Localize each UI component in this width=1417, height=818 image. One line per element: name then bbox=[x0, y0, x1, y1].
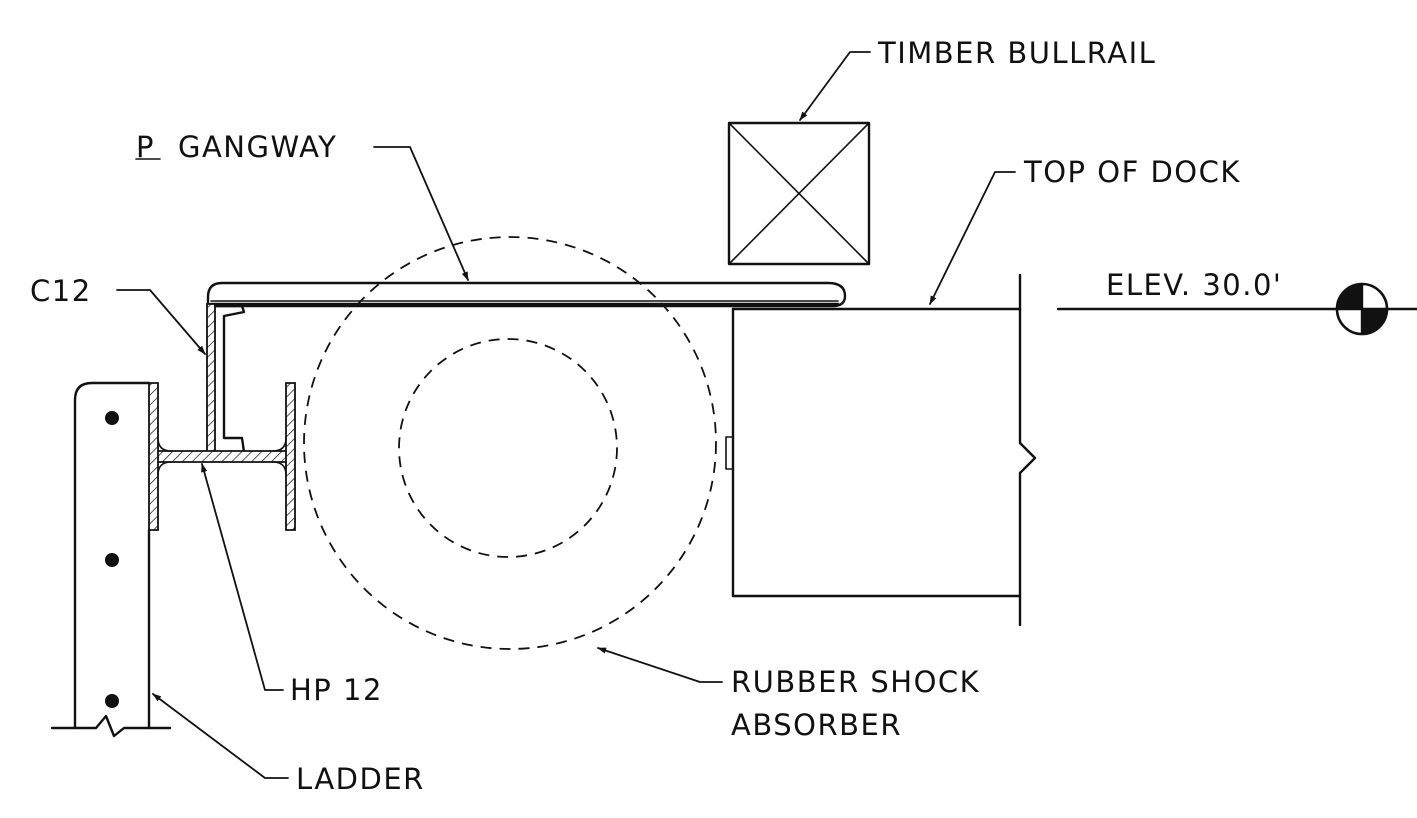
svg-text:P: P bbox=[136, 130, 155, 164]
leader-lines bbox=[116, 51, 1016, 779]
leader-hp12 bbox=[201, 463, 284, 691]
leader-ladder bbox=[152, 693, 289, 779]
dock-block bbox=[725, 273, 1037, 627]
label-ladder: LADDER bbox=[296, 762, 425, 796]
leader-top-of-dock bbox=[929, 171, 1016, 305]
gangway-plate bbox=[206, 281, 847, 308]
c12-channel bbox=[206, 303, 246, 454]
leader-rubber-shock bbox=[597, 647, 723, 683]
hp12-pile bbox=[148, 382, 296, 531]
labels: TIMBER BULLRAIL P GANGWAY TOP OF DOCK C1… bbox=[30, 36, 1282, 796]
label-c12: C12 bbox=[30, 274, 92, 308]
leader-timber-bullrail bbox=[799, 51, 871, 121]
label-gangway: GANGWAY bbox=[178, 130, 337, 164]
label-rubber-shock-line2: ABSORBER bbox=[731, 708, 902, 742]
plate-centerline-icon: P bbox=[135, 130, 161, 164]
label-elevation: ELEV. 30.0' bbox=[1106, 268, 1282, 302]
label-rubber-shock-line1: RUBBER SHOCK bbox=[731, 665, 980, 699]
leader-gangway bbox=[373, 146, 469, 281]
label-timber-bullrail: TIMBER BULLRAIL bbox=[877, 36, 1156, 70]
rubber-shock-absorber bbox=[303, 236, 717, 650]
label-top-of-dock: TOP OF DOCK bbox=[1023, 155, 1241, 189]
elevation-reference bbox=[1056, 282, 1417, 336]
leader-c12 bbox=[116, 289, 206, 355]
label-hp12: HP 12 bbox=[290, 673, 383, 707]
elevation-marker-icon bbox=[1335, 282, 1389, 336]
timber-bullrail bbox=[727, 121, 871, 266]
ladder bbox=[50, 381, 172, 738]
